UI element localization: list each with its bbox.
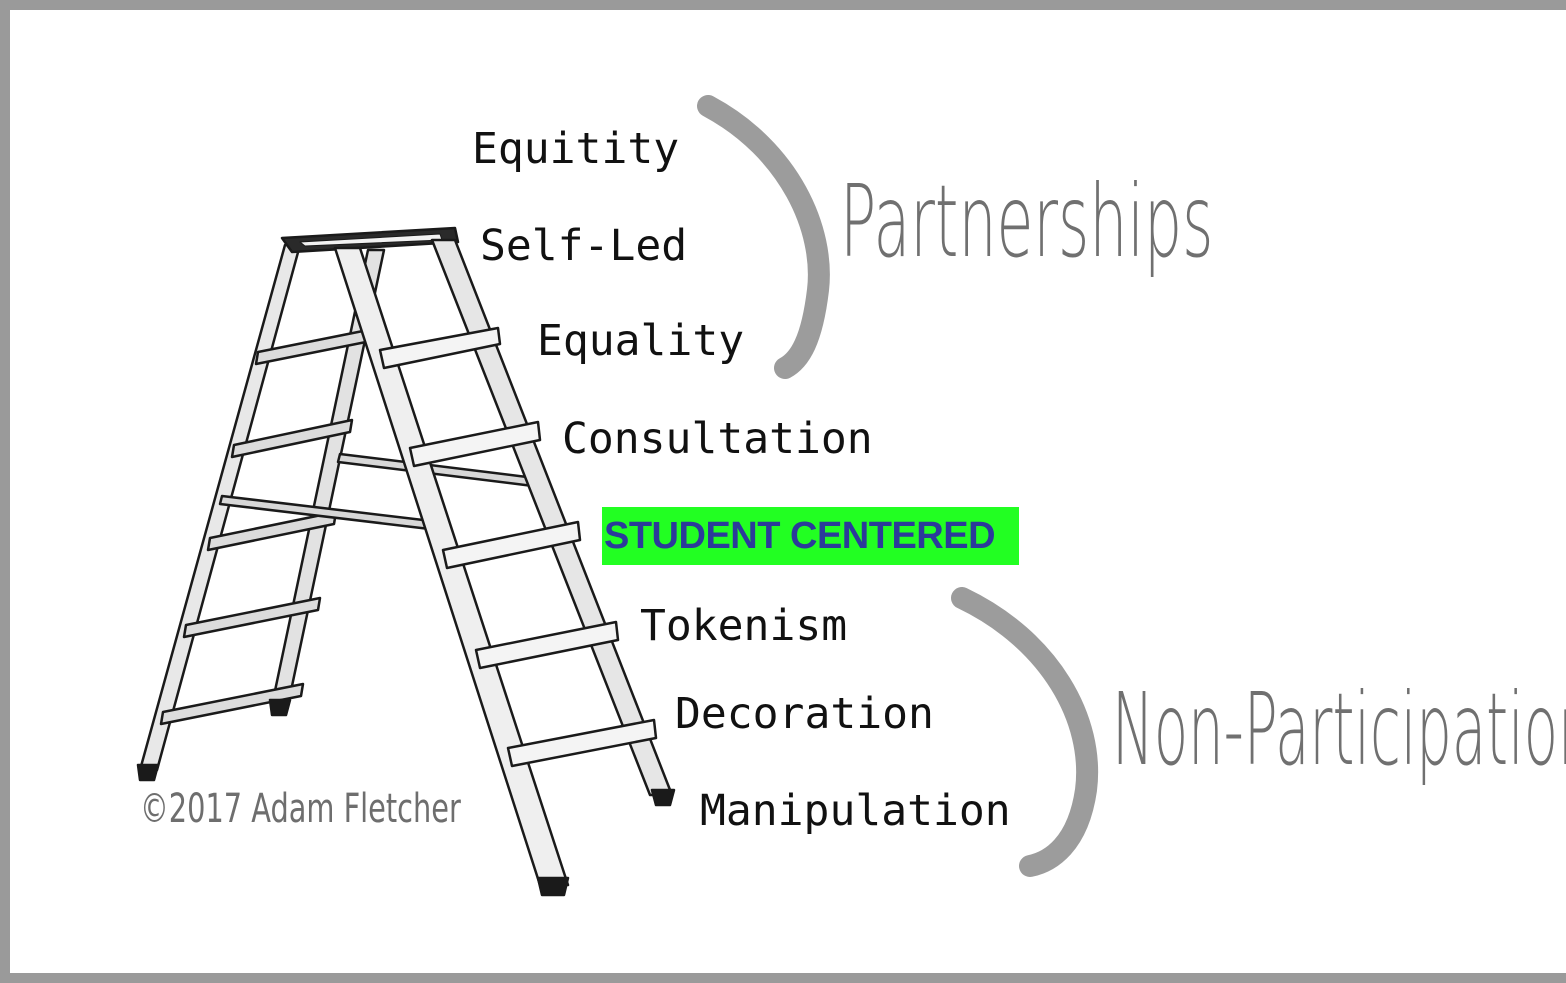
rung-label-decoration: Decoration [675,689,934,739]
rung-label-tokenism: Tokenism [640,601,848,651]
rung-label-self-led: Self-Led [480,221,688,271]
rung-label-equality: Equality [537,316,745,366]
step-ladder-icon [136,226,676,897]
student-centered-label: STUDENT CENTERED [604,514,996,557]
rung-label-equitity: Equitity [472,124,680,174]
rung-label-consultation: Consultation [562,414,873,464]
rung-label-manipulation: Manipulation [700,786,1011,836]
partnerships-bracket-icon [697,95,830,379]
group-label-partnerships: Partnerships [840,163,1214,280]
copyright-signature: ©2017 Adam Fletcher [140,786,461,832]
non-participation-bracket-icon [951,587,1099,877]
group-label-non-participation: Non-Participation [1112,671,1566,788]
student-centered-highlight: STUDENT CENTERED [602,507,1019,565]
